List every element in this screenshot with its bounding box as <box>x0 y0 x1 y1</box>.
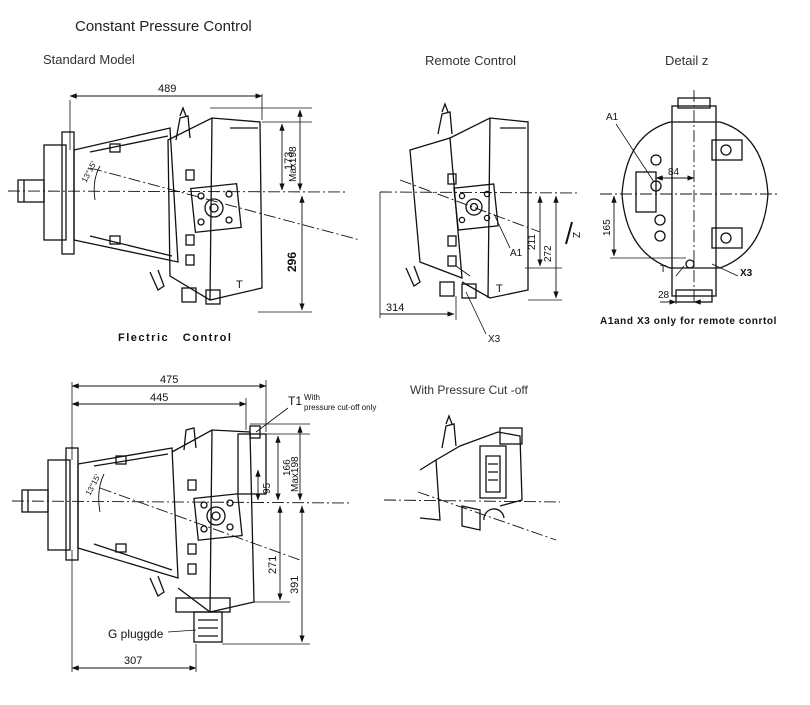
port-a1-remote: A1 <box>510 248 523 259</box>
port-x3-detail: X3 <box>740 268 753 279</box>
view-title-cutoff: With Pressure Cut -off <box>410 383 528 397</box>
view-title-remote: Remote Control <box>425 53 517 68</box>
t1-note-line2: pressure cut-off only <box>304 403 376 412</box>
cutoff-detail-drawing <box>419 414 523 531</box>
electric-pump-drawing <box>21 425 267 643</box>
remote-note: A1and X3 only for remote conrtol <box>600 316 778 327</box>
port-t-remote: T <box>496 283 503 295</box>
dim-445: 445 <box>150 392 168 404</box>
diagram-title: Constant Pressure Control <box>75 18 252 35</box>
port-t-standard: T <box>236 279 243 291</box>
port-t-detail: T <box>660 264 666 275</box>
view-title-electric: Flectric Control <box>118 332 233 344</box>
dim-173: 173 <box>283 152 295 170</box>
standard-pump-drawing <box>17 106 263 305</box>
port-x3-remote: X3 <box>488 334 501 345</box>
dim-475: 475 <box>160 374 178 386</box>
angle-label-standard: 13°15' <box>80 159 99 184</box>
view-marker-z: Z <box>572 232 583 238</box>
dim-211: 211 <box>527 234 538 250</box>
dim-28: 28 <box>658 290 670 301</box>
dim-489: 489 <box>158 83 176 95</box>
dim-84: 84 <box>668 167 680 178</box>
port-a1-detail: A1 <box>606 112 619 123</box>
dim-391: 391 <box>289 576 301 594</box>
dim-272: 272 <box>543 245 554 262</box>
remote-pump-drawing <box>405 102 529 299</box>
dim-271: 271 <box>267 556 279 574</box>
dim-max198-electric: Max198 <box>290 456 301 492</box>
view-title-standard: Standard Model <box>43 52 135 67</box>
dim-165: 165 <box>602 219 613 236</box>
view-title-detail: Detail z <box>665 53 709 68</box>
dim-95: 95 <box>262 482 273 494</box>
port-t1-label: T1 <box>288 394 302 408</box>
dim-307: 307 <box>124 655 142 667</box>
dim-166: 166 <box>282 459 293 476</box>
g-plug-label: G pluggde <box>108 627 164 641</box>
t1-note-line1: With <box>304 393 320 402</box>
dim-296: 296 <box>285 252 299 272</box>
dim-314: 314 <box>386 302 404 314</box>
dim-max198-standard: Max198 <box>288 146 299 182</box>
